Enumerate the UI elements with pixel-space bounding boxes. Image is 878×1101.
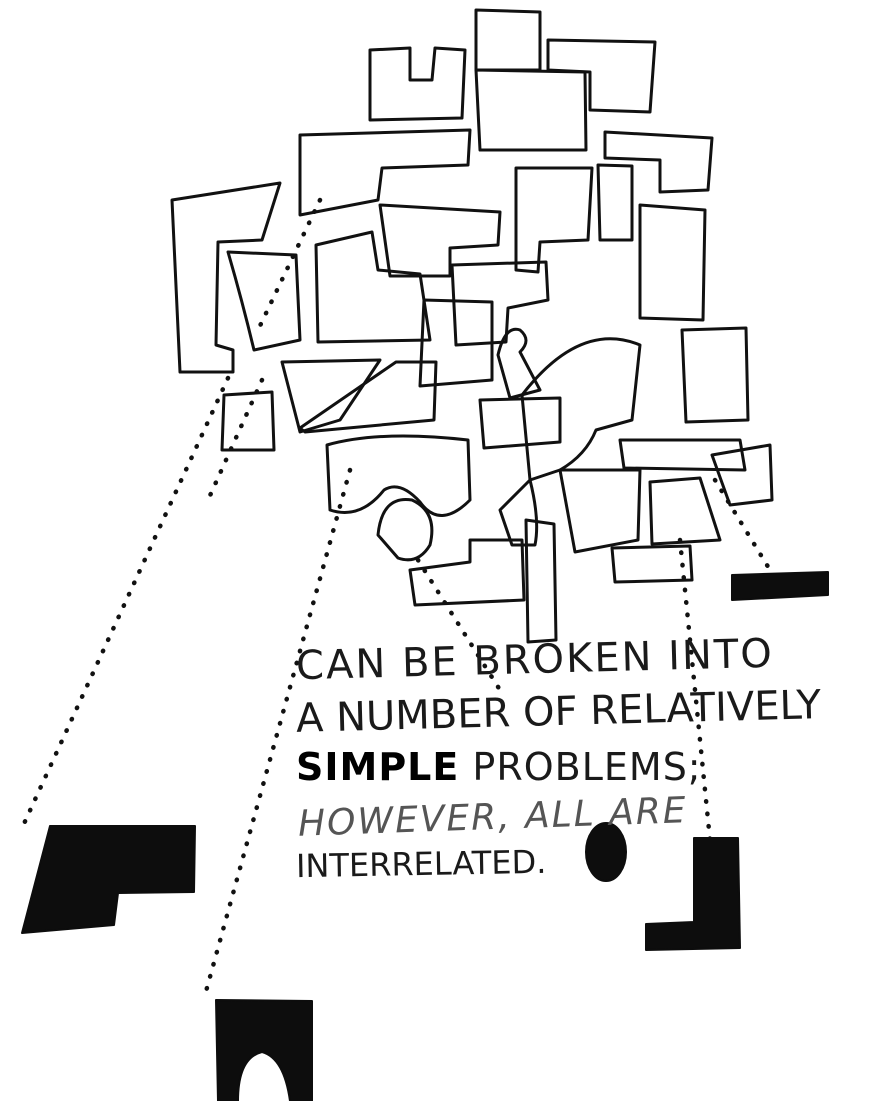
plan-block [172, 183, 280, 372]
plan-block [452, 262, 548, 345]
caption-line: INTERRELATED. [296, 846, 547, 882]
plan-block [682, 328, 748, 422]
plan-block [300, 362, 436, 432]
plan-block [480, 398, 560, 448]
plan-block [316, 232, 430, 342]
plan-block [282, 360, 380, 432]
plan-block [620, 440, 745, 470]
dotted-leader-line [208, 380, 262, 500]
plan-block [640, 205, 705, 320]
plan-block [526, 520, 556, 642]
solid-l-shape [22, 826, 195, 933]
plan-block [476, 10, 540, 70]
caption-line: CAN BE BROKEN INTO [296, 634, 775, 686]
plan-block [378, 499, 432, 559]
plan-block [548, 40, 655, 112]
solid-j-shape [646, 838, 740, 950]
plan-block [300, 130, 470, 215]
plan-block [598, 165, 632, 240]
plan-block [476, 70, 586, 150]
plan-block [560, 470, 640, 552]
dotted-leader-line [22, 378, 228, 828]
plan-block [516, 168, 592, 272]
plan-block [650, 478, 720, 544]
dotted-leader-line [715, 480, 770, 570]
plan-block [498, 329, 540, 398]
solid-bar-shape [732, 572, 828, 600]
caption-line: SIMPLE PROBLEMS; [296, 748, 702, 786]
emphasis-word: SIMPLE [296, 745, 459, 789]
plan-block [370, 48, 465, 120]
caption-text: PROBLEMS; [459, 745, 701, 789]
plan-block [327, 436, 470, 516]
plan-block [222, 392, 274, 450]
solid-arch-shape [216, 1000, 312, 1101]
plan-block [605, 132, 712, 192]
plan-block [500, 480, 537, 545]
